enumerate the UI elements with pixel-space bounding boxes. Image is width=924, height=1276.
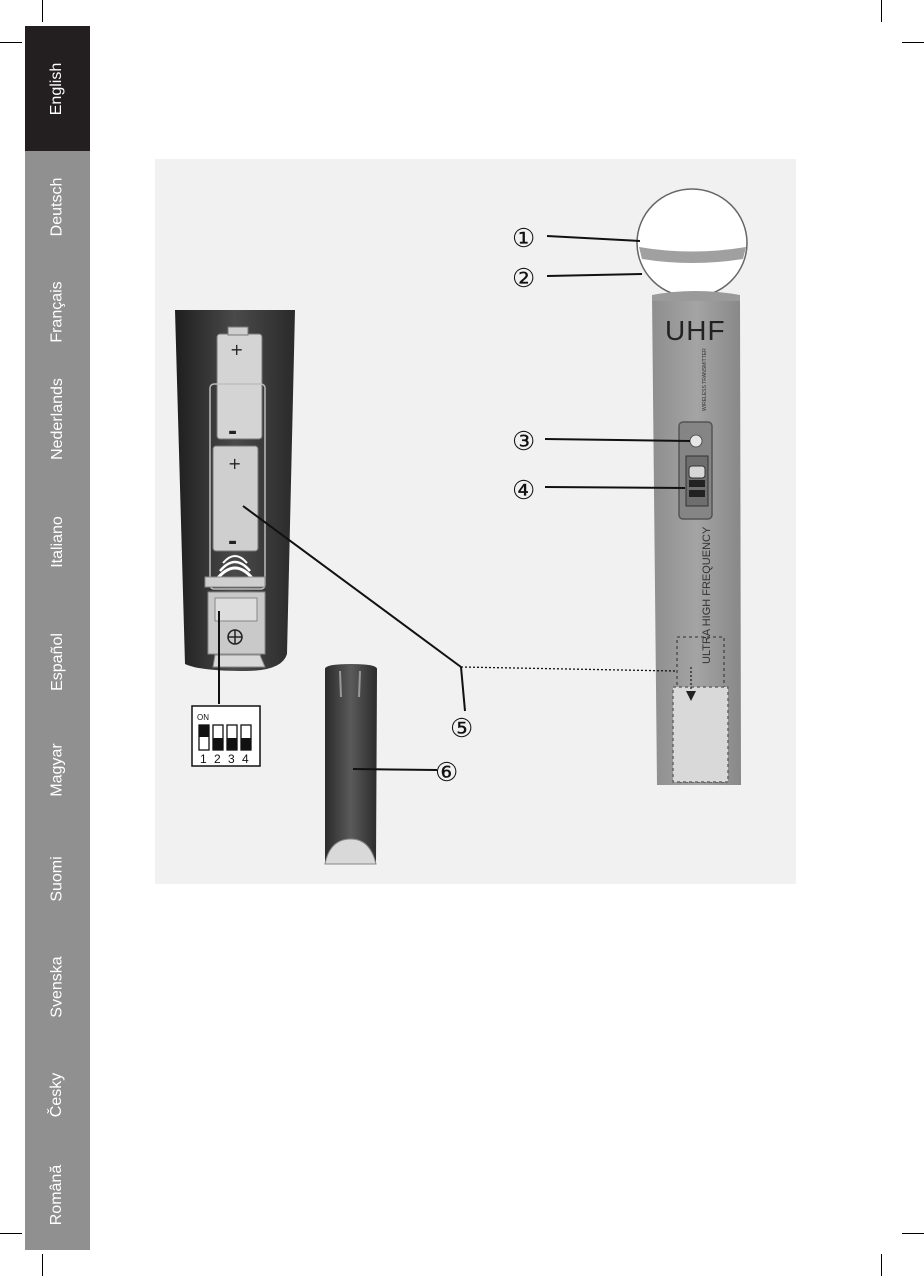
crop-mark xyxy=(902,1233,924,1234)
dip-number-3: 3 xyxy=(228,752,235,766)
lang-tab-label: Svenska xyxy=(49,956,67,1017)
lang-tab-cesky[interactable]: Česky xyxy=(25,1039,90,1150)
lang-tab-label: Nederlands xyxy=(49,378,67,460)
language-sidebar: English Deutsch Français Nederlands Ital… xyxy=(25,26,90,1250)
lang-tab-label: Magyar xyxy=(48,743,66,796)
dip-switch: ON 1 2 3 4 xyxy=(192,706,260,766)
dip-on-label: ON xyxy=(197,713,209,722)
lang-tab-romana[interactable]: Română xyxy=(25,1139,90,1250)
battery-plus-upper: + xyxy=(230,340,243,359)
lang-tab-suomi[interactable]: Suomi xyxy=(25,823,90,934)
callout-6: ⑥ xyxy=(435,758,458,788)
crop-mark xyxy=(881,1254,882,1276)
battery-minus-upper: - xyxy=(228,420,237,445)
callout-5: ⑤ xyxy=(450,714,473,744)
lang-tab-magyar[interactable]: Magyar xyxy=(25,714,90,825)
lang-tab-label: Français xyxy=(48,281,66,342)
crop-mark xyxy=(0,42,22,43)
lang-tab-espanol[interactable]: Español xyxy=(25,606,90,717)
dip-number-2: 2 xyxy=(214,752,221,766)
crop-mark xyxy=(0,1233,22,1234)
lang-tab-label: Suomi xyxy=(48,856,66,901)
callout-2: ② xyxy=(512,264,535,294)
lang-tab-label: Deutsch xyxy=(48,177,66,236)
mic-brand-label: UHF xyxy=(665,315,726,346)
leader-lines xyxy=(243,236,690,770)
callout-1: ① xyxy=(512,224,535,254)
battery-minus-lower: - xyxy=(228,530,237,555)
lang-tab-label: Română xyxy=(48,1164,66,1224)
mic-back-body xyxy=(175,310,295,671)
mic-model-text: WIRELESS TRANSMITTER xyxy=(702,348,708,411)
lang-tab-label: Italiano xyxy=(49,516,67,568)
lang-tab-francais[interactable]: Français xyxy=(25,256,90,367)
crop-mark xyxy=(902,42,924,43)
microphone-diagram: + - + - ON 1 2 3 4 xyxy=(155,159,796,884)
lang-tab-italiano[interactable]: Italiano xyxy=(25,486,90,597)
lang-tab-nederlands[interactable]: Nederlands xyxy=(25,363,90,474)
lang-tab-label: Español xyxy=(48,633,66,691)
callout-4: ④ xyxy=(512,476,535,506)
mic-band-text: ULTRA HIGH FREQUENCY xyxy=(701,526,713,664)
battery-cover xyxy=(325,664,377,864)
callout-3: ③ xyxy=(512,427,535,457)
crop-mark xyxy=(881,0,882,22)
dip-number-1: 1 xyxy=(200,752,207,766)
lang-tab-label: Česky xyxy=(48,1072,66,1116)
microphone-illustration: + - + - ON 1 2 3 4 xyxy=(155,159,796,884)
lang-tab-deutsch[interactable]: Deutsch xyxy=(25,151,90,262)
crop-mark xyxy=(42,0,43,22)
crop-mark xyxy=(42,1254,43,1276)
lang-tab-label: English xyxy=(48,62,66,114)
battery-plus-lower: + xyxy=(228,454,241,473)
dip-number-4: 4 xyxy=(242,752,249,766)
lang-tab-svenska[interactable]: Svenska xyxy=(25,931,90,1042)
lang-tab-english[interactable]: English xyxy=(25,26,90,151)
